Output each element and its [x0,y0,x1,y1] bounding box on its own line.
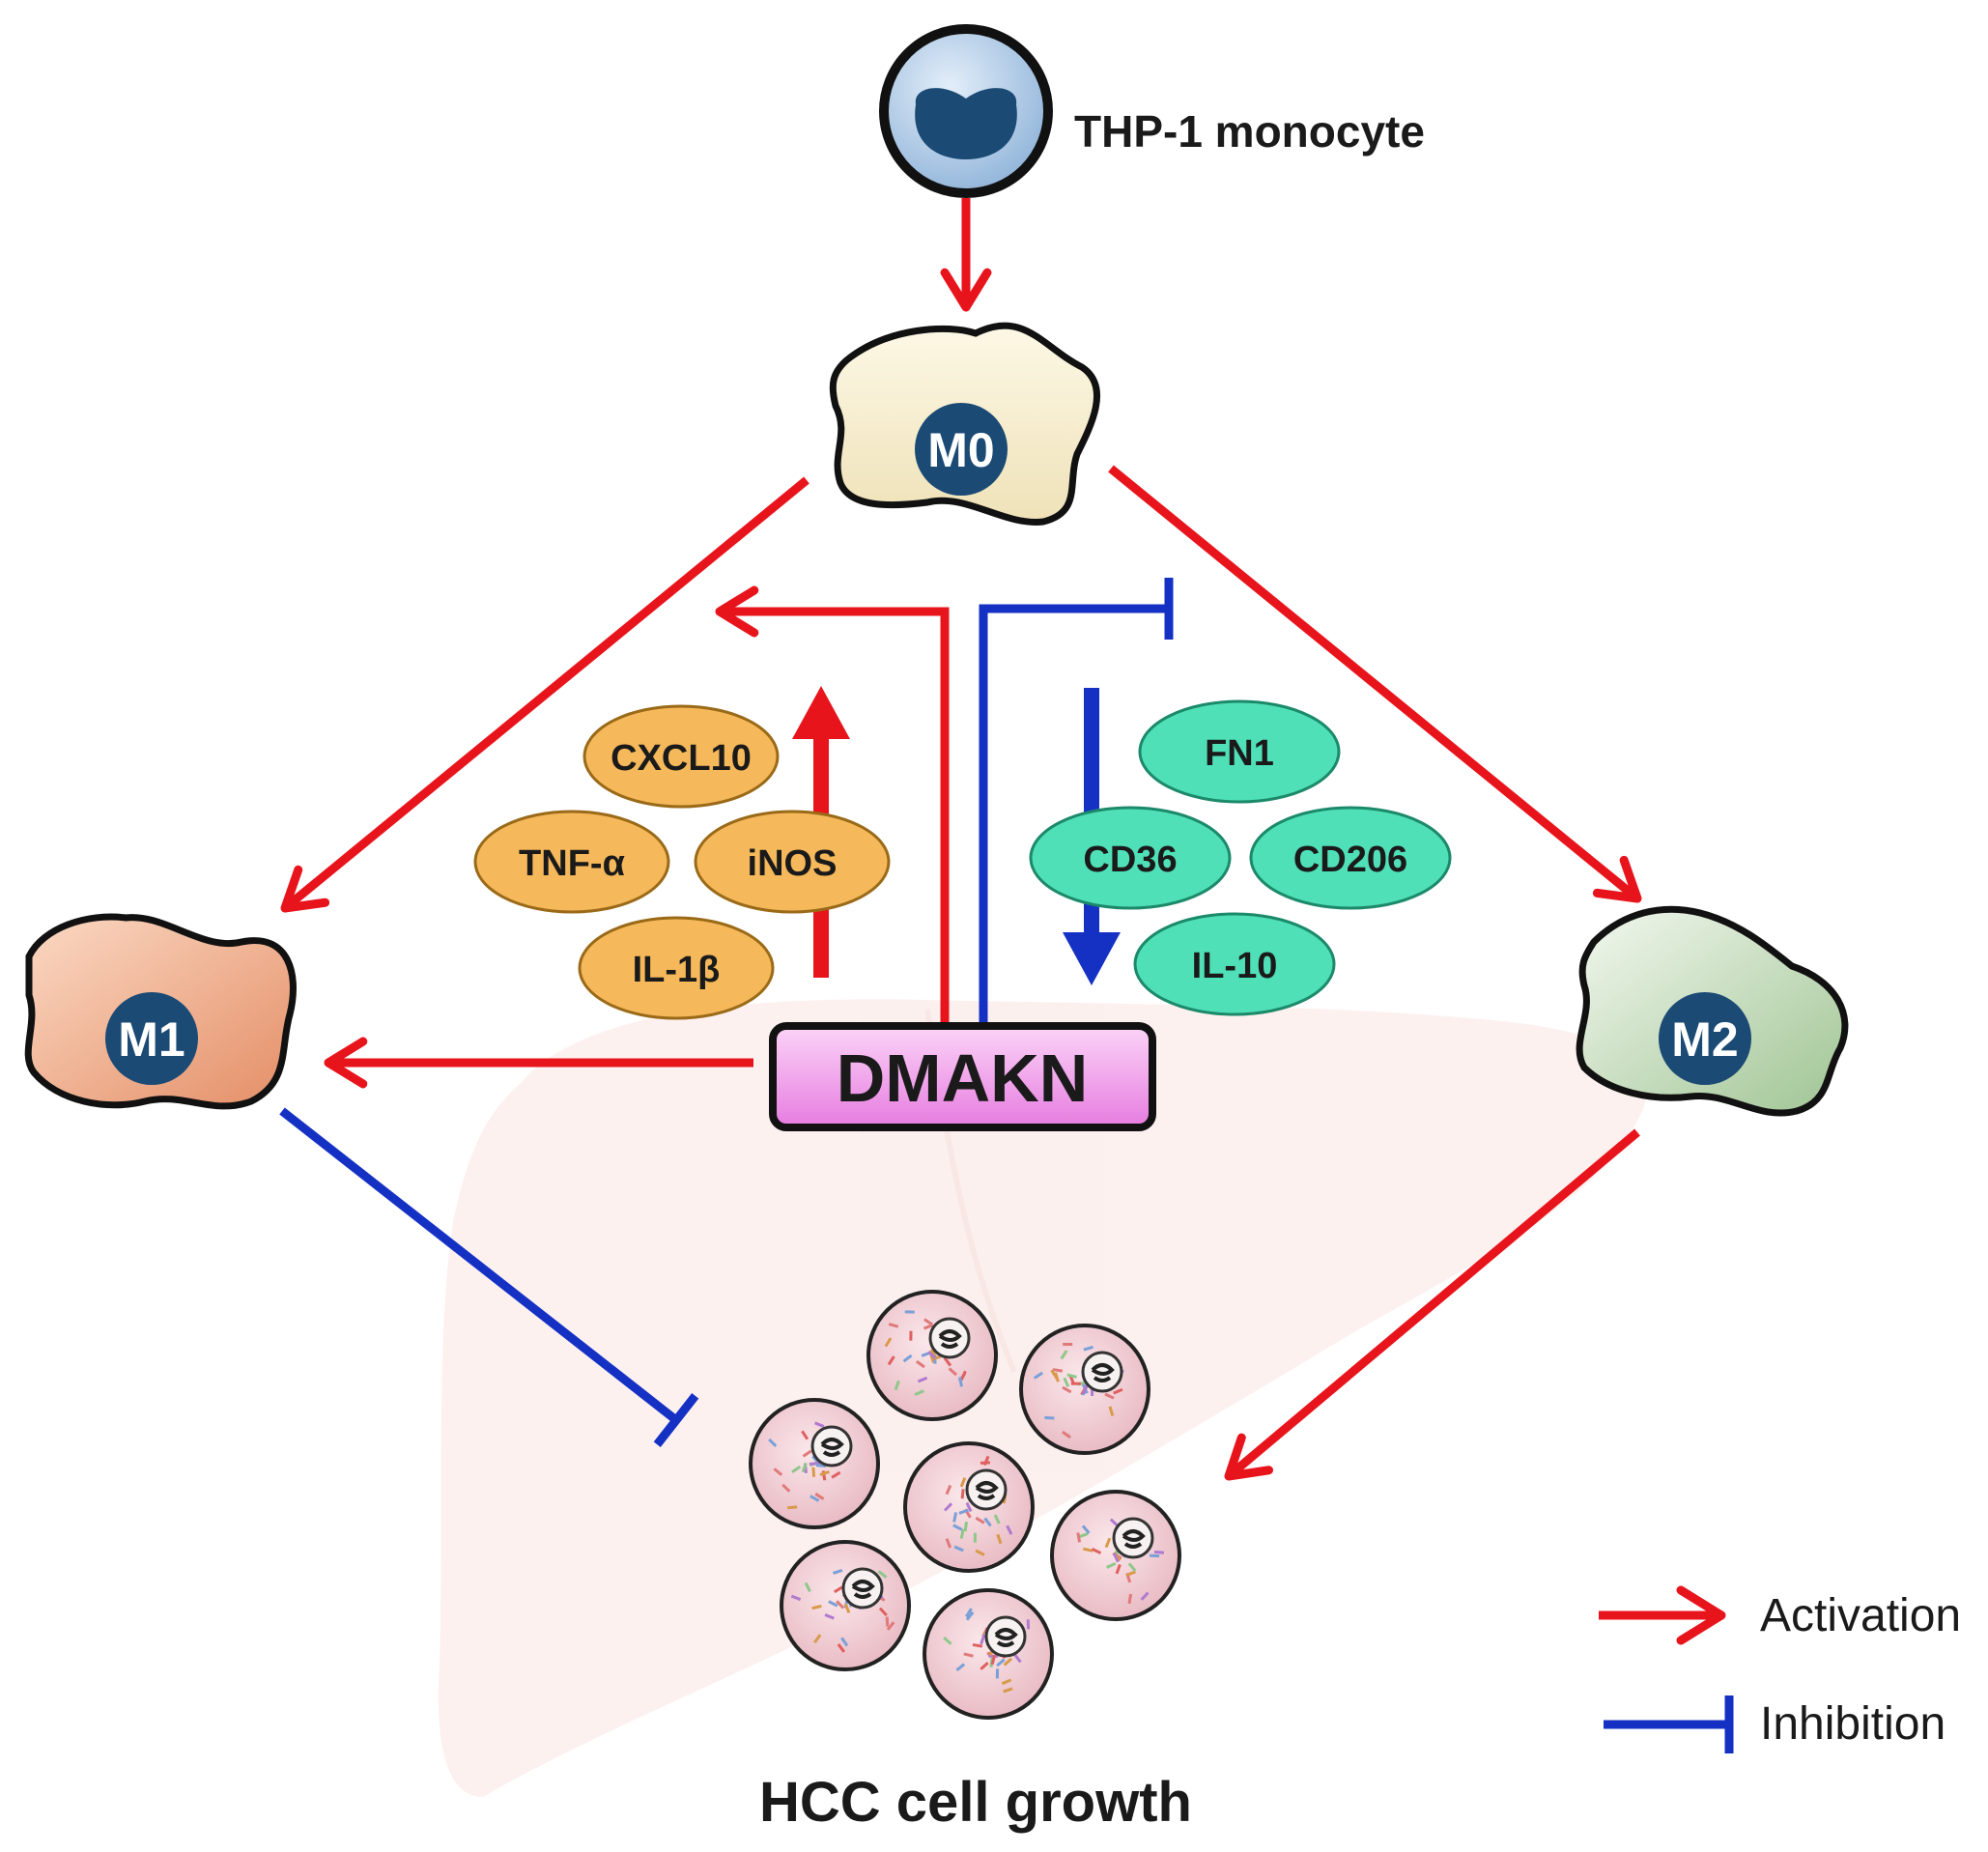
marker-cd206: CD206 [1249,806,1452,910]
upregulation-arrow-head [792,686,850,739]
hcc-tumor-cell-icon [1019,1324,1150,1455]
monocyte-label: THP-1 monocyte [1074,106,1425,157]
marker-cd206-label: CD206 [1293,840,1407,880]
arrow-m0-to-m1 [282,476,809,912]
marker-cd36-label: CD36 [1083,840,1177,880]
hcc-cell-cluster [749,1290,1181,1720]
legend-activation: Activation [1599,1585,1961,1645]
arrow-m2-to-hcc-head [1224,1433,1274,1481]
arrow-m0-to-m2 [1108,465,1640,902]
arrow-dmakn-to-m0-m1-path [720,607,950,1026]
marker-il10: IL-10 [1133,912,1336,1016]
m1-marker-group: CXCL10 TNF-α iNOS IL-1β [473,704,891,1020]
m2-macrophage: M2 [1576,905,1849,1117]
inhibit-m1-to-hcc-bar [653,1393,699,1447]
inhibit-m1-to-hcc [279,1107,679,1424]
legend-inhibition: Inhibition [1604,1695,1945,1753]
hcc-tumor-cell-icon [780,1540,911,1671]
dmakn-box: DMAKN [769,1022,1156,1131]
connectors [279,198,1642,1481]
legend-activation-label: Activation [1760,1590,1961,1641]
m1-label: M1 [118,1012,185,1067]
marker-cxcl10: CXCL10 [582,704,780,809]
m0-label: M0 [927,423,994,477]
marker-fn1-label: FN1 [1205,733,1274,774]
hcc-growth-label: HCC cell growth [759,1771,1192,1834]
marker-cxcl10-label: CXCL10 [611,738,752,779]
m1-nucleus-icon [105,992,198,1085]
m1-macrophage: M1 [24,913,297,1110]
marker-il1b: IL-1β [578,916,775,1020]
marker-il10-label: IL-10 [1192,946,1278,986]
arrow-m2-to-hcc [1226,1128,1640,1480]
hcc-tumor-cell-icon [1050,1490,1181,1621]
m0-macrophage: M0 [829,322,1101,526]
marker-tnf-alpha: TNF-α [473,810,670,914]
hcc-tumor-cell-icon [866,1290,998,1421]
m2-nucleus-icon [1659,992,1751,1085]
marker-il1b-label: IL-1β [633,950,721,990]
hcc-tumor-cell-icon [923,1588,1054,1720]
inhibit-dmakn-to-m0-m2-path [979,604,1169,1026]
marker-fn1: FN1 [1138,699,1341,804]
marker-inos: iNOS [694,810,891,914]
marker-tnf-alpha-label: TNF-α [519,843,625,884]
legend: Activation Inhibition [1599,1585,1961,1753]
arrow-m0-to-m1-head [280,865,330,913]
marker-cd36: CD36 [1029,806,1232,910]
m0-nucleus-icon [915,403,1008,496]
hcc-tumor-cell-icon [749,1398,880,1529]
arrow-dmakn-to-m1-head [324,1037,368,1089]
arrow-dmakn-to-m0-m1-path-head [715,585,759,638]
legend-inhibition-label: Inhibition [1760,1698,1945,1750]
arrow-m0-to-m2-head [1592,855,1642,903]
arrow-monocyte-to-m0-head [940,268,992,312]
downregulation-arrow-head [1063,932,1121,985]
thp1-monocyte-icon [879,24,1053,198]
m2-marker-group: FN1 CD36 CD206 IL-10 [1029,699,1452,1016]
hcc-tumor-cell-icon [903,1441,1035,1573]
m2-label: M2 [1671,1012,1738,1067]
dmakn-label: DMAKN [837,1040,1089,1116]
marker-inos-label: iNOS [748,843,838,884]
